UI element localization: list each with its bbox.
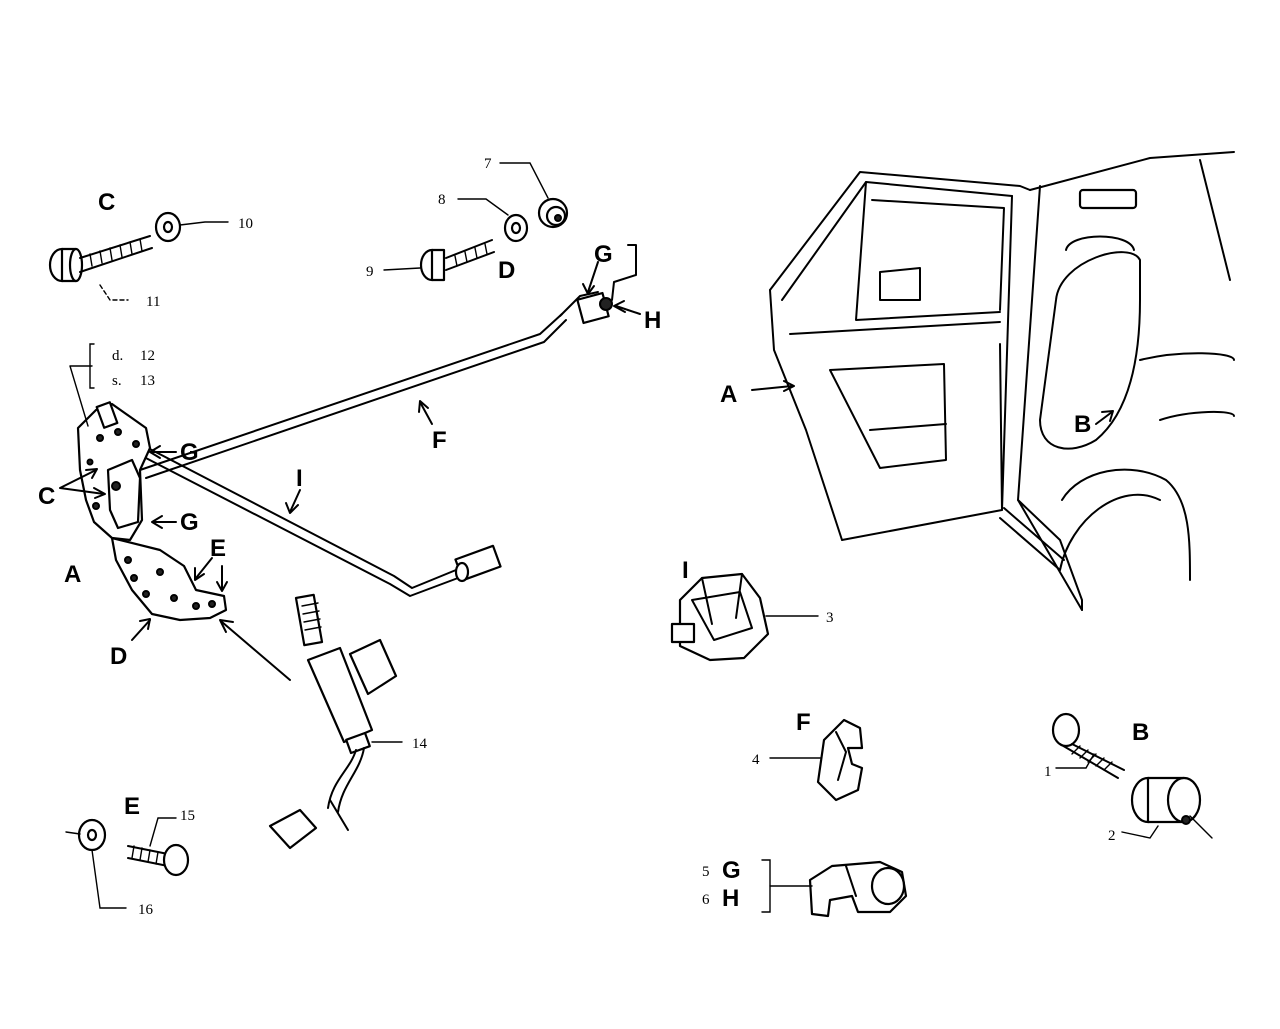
leader-12-13 (69, 365, 93, 427)
bolt-e (127, 843, 190, 877)
leader-16-b (91, 849, 127, 909)
label-3: 3 (826, 610, 834, 626)
label-g-mid1: G (180, 439, 199, 466)
label-i-rod: I (296, 465, 303, 492)
washer-10 (154, 211, 182, 243)
rod-end-clip (808, 860, 908, 918)
label-h-bottom: H (722, 885, 739, 912)
leader-1 (1055, 753, 1095, 769)
bolt-d (419, 239, 495, 282)
label-14: 14 (412, 736, 428, 752)
washer-16 (77, 818, 107, 852)
label-15: 15 (180, 808, 195, 824)
arrow-d-left (131, 619, 151, 641)
arrow-g-top (587, 261, 599, 293)
label-4: 4 (752, 752, 760, 768)
label-9: 9 (366, 264, 374, 280)
bracket-5-6 (761, 859, 771, 913)
clip-f (816, 718, 864, 802)
label-d-top: D (498, 257, 515, 284)
leader-11 (99, 284, 129, 301)
label-c-top: C (98, 189, 115, 216)
washer-8 (503, 213, 529, 243)
label-g-top: G (594, 241, 613, 268)
clip-i (670, 572, 770, 662)
bolt-c (48, 235, 153, 283)
arrow-a-car (751, 385, 793, 391)
arrow-h-top (615, 305, 641, 315)
leader-2 (1121, 825, 1159, 839)
label-7: 7 (484, 156, 492, 172)
leader-16-a (65, 831, 81, 835)
label-b-bolt: B (1132, 719, 1149, 746)
label-6: 6 (702, 892, 710, 908)
nut-7 (537, 197, 569, 229)
leader-9 (383, 267, 421, 271)
leader-8 (457, 198, 509, 216)
label-e-bolt: E (124, 793, 140, 820)
arrows-c-left (59, 469, 105, 495)
label-13: 13 (140, 373, 155, 389)
lock-mechanism-a (76, 401, 152, 542)
label-a-left: A (64, 561, 81, 588)
arrows-e-plate (195, 557, 223, 591)
label-f-rod: F (432, 427, 447, 454)
label-16: 16 (138, 902, 154, 918)
label-10: 10 (238, 216, 253, 232)
label-12: 12 (140, 348, 155, 364)
label-h-top: H (644, 307, 661, 334)
arrow-b-car (1095, 411, 1113, 425)
label-11: 11 (146, 294, 160, 310)
arrow-actuator (221, 621, 291, 681)
leader-10 (179, 221, 229, 226)
leader-7 (499, 162, 549, 199)
label-5: 5 (702, 864, 710, 880)
label-f-clip: F (796, 709, 811, 736)
label-g-bottom: G (722, 857, 741, 884)
label-g-mid2: G (180, 509, 199, 536)
label-e-plate: E (210, 535, 226, 562)
label-b-car: B (1074, 411, 1091, 438)
leader-15 (149, 817, 177, 847)
arrow-f (419, 401, 433, 425)
actuator-14 (268, 593, 398, 850)
mounting-plate (110, 536, 228, 622)
label-d-prefix: d. (112, 348, 123, 364)
rod-f (139, 313, 567, 479)
label-i-clip: I (682, 557, 689, 584)
car-body (769, 151, 1235, 611)
label-d-left: D (110, 643, 127, 670)
label-a-car: A (720, 381, 737, 408)
rod-end-upper (559, 244, 637, 325)
label-c-left: C (38, 483, 55, 510)
arrow-i (289, 489, 301, 513)
label-8: 8 (438, 192, 446, 208)
bushing-2 (1130, 776, 1213, 839)
label-1: 1 (1044, 764, 1052, 780)
label-2: 2 (1108, 828, 1116, 844)
label-s-prefix: s. (112, 373, 122, 389)
rod-i (141, 447, 502, 597)
